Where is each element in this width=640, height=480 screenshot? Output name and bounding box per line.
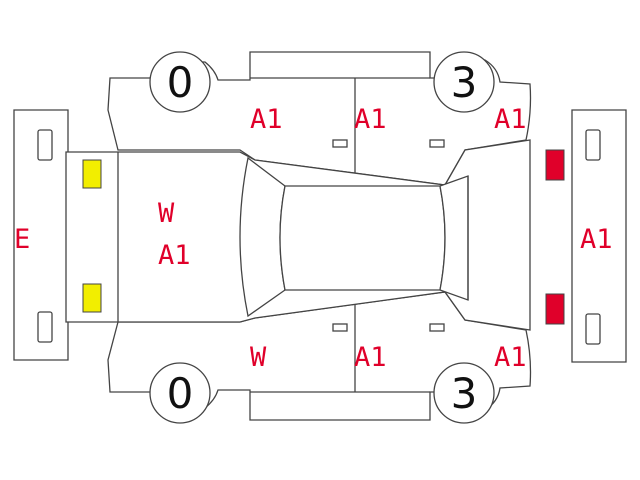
mark-top-front-door: A1 — [354, 104, 387, 135]
mark-top-front-fender: A1 — [250, 104, 283, 135]
tire-front-top-grade: 0 — [167, 58, 194, 107]
mark-front-bumper: E — [14, 224, 30, 255]
tire-rear-bottom-grade: 3 — [451, 369, 478, 418]
mark-hood-w: W — [158, 198, 175, 229]
rear-light-bottom — [545, 293, 565, 325]
mark-bottom-rear-quarter: A1 — [494, 342, 527, 373]
tire-rear-top-grade: 3 — [451, 58, 478, 107]
mark-bottom-rear-door: A1 — [354, 342, 387, 373]
tire-rear-top: 3 — [433, 51, 495, 113]
mark-top-rear-quarter: A1 — [494, 104, 527, 135]
tire-front-bottom-grade: 0 — [167, 369, 194, 418]
top-view-body — [65, 139, 531, 331]
tire-front-bottom: 0 — [149, 362, 211, 424]
front-light-top — [82, 159, 102, 189]
mark-rear-bumper: A1 — [580, 224, 613, 255]
rear-bumper — [571, 109, 627, 363]
mark-hood-a1: A1 — [158, 240, 191, 271]
rear-light-top — [545, 149, 565, 181]
tire-front-top: 0 — [149, 51, 211, 113]
front-bumper — [13, 109, 69, 361]
front-light-bottom — [82, 283, 102, 313]
mark-bottom-front-fender: W — [250, 342, 267, 373]
tire-rear-bottom: 3 — [433, 362, 495, 424]
